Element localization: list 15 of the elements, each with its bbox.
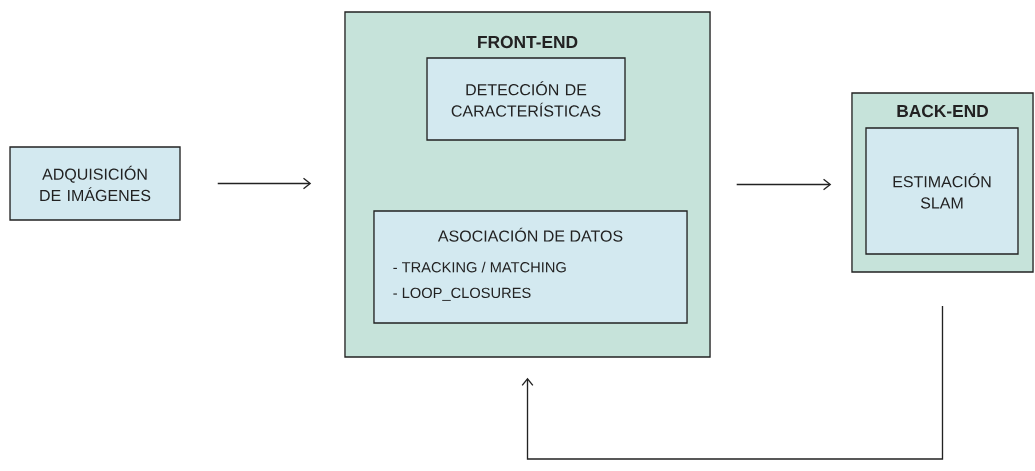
arrow [521, 305, 944, 460]
box-heading: ASOCIACIÓN DE DATOS [437, 227, 623, 242]
box-heading: FRONT-END [478, 35, 578, 49]
box-label: ESTIMACIÓN SLAM [893, 173, 991, 209]
arrow [736, 178, 832, 191]
process-box [9, 146, 181, 221]
list-item: - TRACKING / MATCHING [393, 261, 566, 273]
box-heading: BACK-END [897, 104, 988, 118]
list-item: - LOOP_CLOSURES [393, 287, 531, 301]
process-box [373, 210, 688, 324]
arrow [217, 177, 312, 190]
box-label: ADQUISICIÓN DE IMÁGENES [40, 165, 151, 202]
process-box [865, 127, 1019, 255]
process-box [426, 57, 626, 141]
box-label: DETECCIÓN DE CARACTERÍSTICAS [451, 81, 601, 117]
